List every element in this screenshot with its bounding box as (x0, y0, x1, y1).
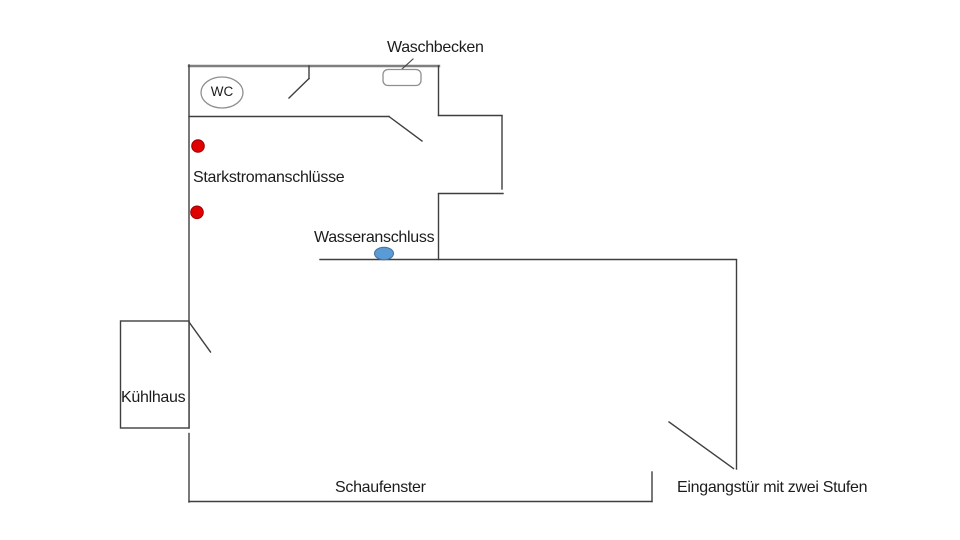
door-swing-wc-room-icon (388, 115, 423, 142)
label-wasseranschluss: Wasseranschluss (314, 229, 435, 246)
label-wc: WC (210, 84, 234, 99)
label-starkstromanschluesse: Starkstromanschlüsse (193, 169, 345, 186)
door-swing-cold-room-icon (188, 321, 212, 353)
power-connection-marker-1 (191, 139, 205, 153)
label-kuehlhaus: Kühlhaus (121, 389, 186, 406)
door-swing-entrance-icon (668, 421, 735, 470)
power-connection-marker-2 (190, 205, 204, 220)
wc-ellipse-icon (200, 76, 244, 109)
waschbecken-leader-line (400, 58, 414, 71)
door-swing-top-icon (288, 77, 310, 99)
cold-room-outline (119, 320, 190, 429)
label-waschbecken: Waschbecken (387, 39, 484, 56)
label-eingangstuer: Eingangstür mit zwei Stufen (677, 479, 868, 496)
water-connection-marker (374, 246, 394, 261)
sink-icon (382, 68, 422, 87)
label-schaufenster: Schaufenster (335, 479, 426, 496)
